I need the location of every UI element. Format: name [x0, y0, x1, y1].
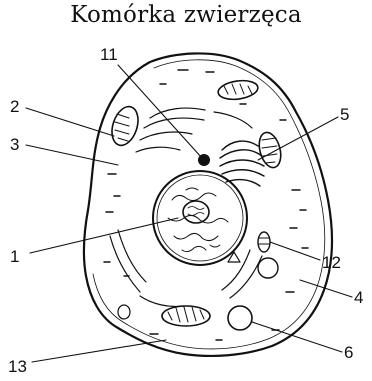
nucleus-envelope-inner [157, 175, 243, 261]
label-1: 1 [10, 247, 19, 266]
nucleolus-texture [188, 207, 204, 216]
mitochondrion-top-left [107, 103, 142, 148]
label-12: 12 [322, 253, 341, 272]
leader-13 [32, 340, 166, 362]
chromatin [168, 188, 228, 252]
leader-2 [26, 108, 114, 136]
label-2: 2 [10, 97, 19, 116]
leader-3 [26, 145, 118, 165]
label-6: 6 [344, 343, 353, 362]
leader-12 [270, 242, 320, 260]
mitochondrion-small [258, 232, 270, 252]
leader-11 [118, 65, 202, 158]
cell-membrane [84, 53, 332, 356]
mitochondrion-bottom [162, 306, 210, 326]
vesicle [258, 258, 278, 278]
label-5: 5 [340, 105, 349, 124]
label-3: 3 [10, 135, 19, 154]
vesicle-small [118, 305, 130, 319]
mitochondrion-top-right [217, 78, 259, 101]
label-11: 11 [100, 45, 118, 64]
vacuole [228, 306, 252, 330]
leader-lines [26, 65, 352, 362]
nucleus-envelope [153, 171, 247, 265]
label-13: 13 [8, 357, 27, 376]
label-4: 4 [354, 288, 363, 307]
nucleolus [183, 201, 209, 223]
